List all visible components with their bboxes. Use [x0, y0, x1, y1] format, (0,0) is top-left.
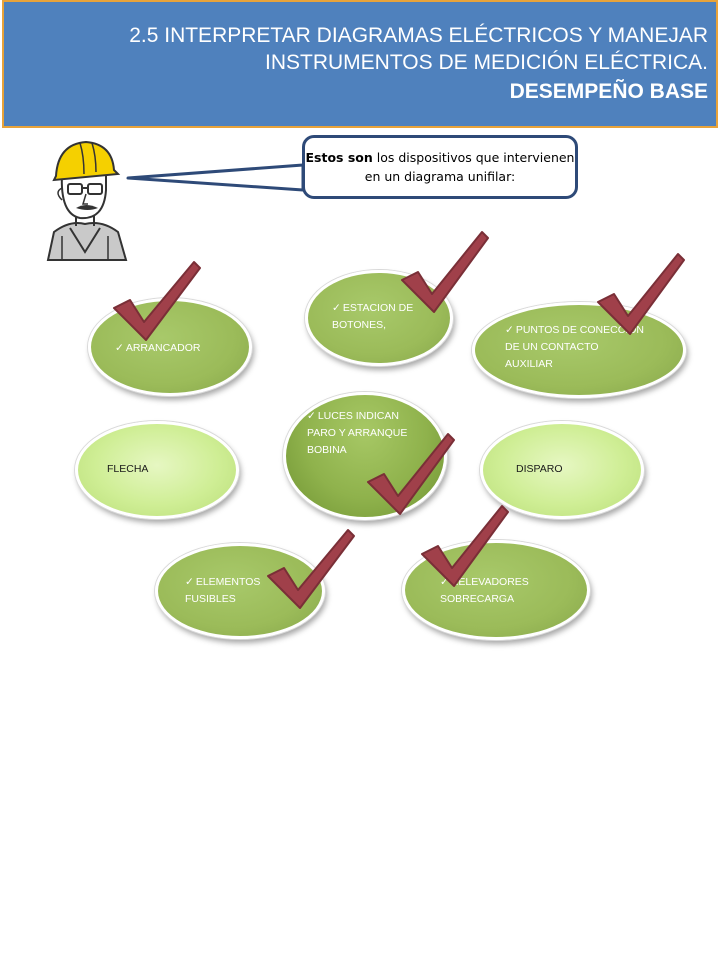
ellipse-flecha	[75, 421, 239, 519]
speech-bubble: Estos son los dispositivos que intervien…	[302, 135, 578, 199]
page-title: 2.5 INTERPRETAR DIAGRAMAS ELÉCTRICOS Y M…	[129, 24, 708, 74]
callout-lead: Estos son	[305, 150, 373, 165]
label-puntos: ✓PUNTOS DE CONECCION DE UN CONTACTO AUXI…	[505, 324, 644, 370]
label-relevadores: ✓RELEVADORES SOBRECARGA	[440, 576, 529, 605]
ellipse-disparo	[480, 421, 644, 519]
label-flecha: FLECHA	[107, 463, 149, 475]
construction-worker-icon	[46, 140, 128, 261]
title-banner: 2.5 INTERPRETAR DIAGRAMAS ELÉCTRICOS Y M…	[2, 0, 718, 128]
label-arrancador: ✓ARRANCADOR	[115, 342, 201, 354]
page-subtitle: DESEMPEÑO BASE	[509, 80, 708, 103]
callout-text: los dispositivos que intervienen en un d…	[364, 150, 575, 184]
label-elementos: ✓ELEMENTOS FUSIBLES	[185, 576, 261, 605]
label-estacion: ✓ESTACION DE BOTONES,	[332, 302, 414, 331]
label-luces: ✓LUCES INDICAN PARO Y ARRANQUE BOBINA	[307, 410, 408, 456]
label-disparo: DISPARO	[516, 463, 563, 475]
